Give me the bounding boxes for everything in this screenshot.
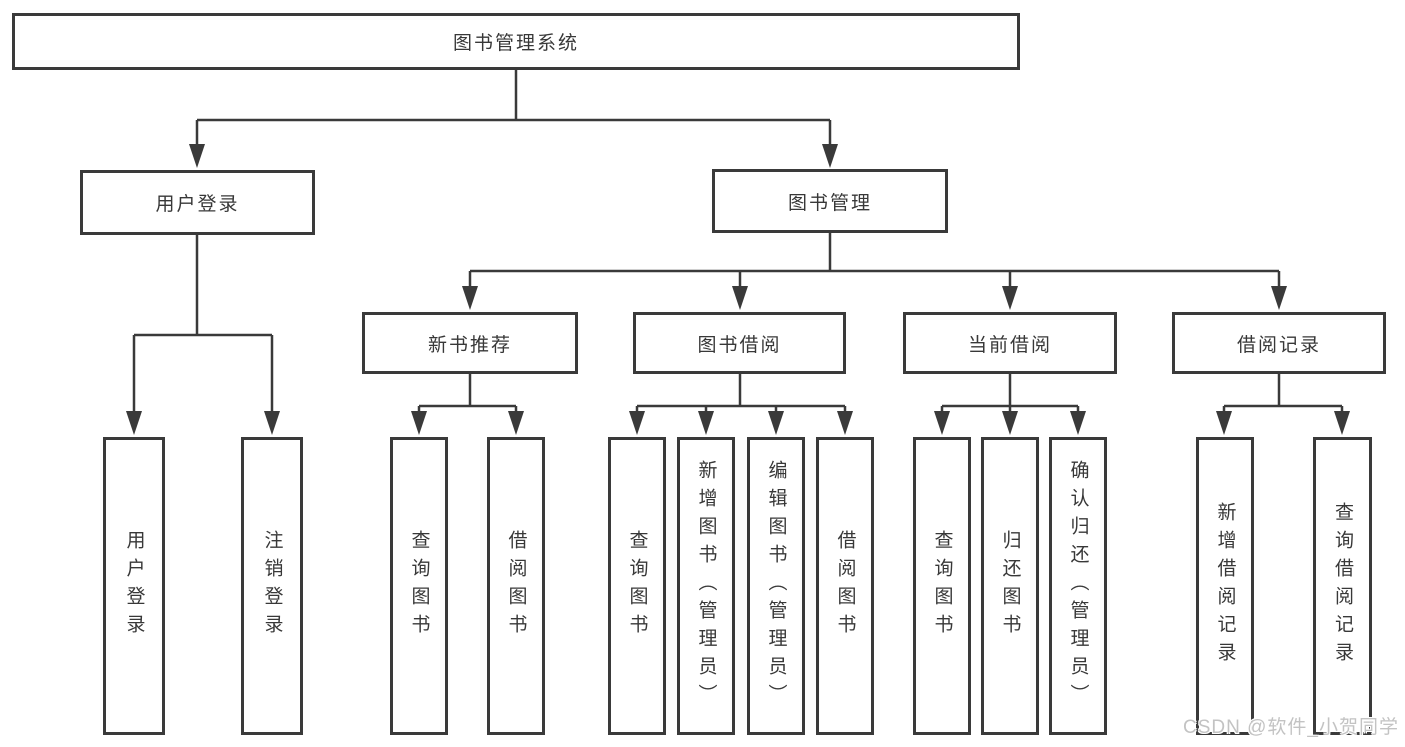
leaf-current-return-book: 归还图书 (981, 437, 1039, 735)
node-label: 查询图书 (931, 530, 953, 642)
leaf-records-add-record: 新增借阅记录 (1196, 437, 1254, 735)
leaf-logout: 注销登录 (241, 437, 303, 735)
node-label: 编辑图书（管理员） (765, 460, 787, 712)
node-label: 查询图书 (408, 530, 430, 642)
node-label: 归还图书 (999, 530, 1021, 642)
leaf-borrowing-add-book-admin: 新增图书（管理员） (677, 437, 735, 735)
node-label: 图书管理系统 (452, 33, 579, 54)
node-current-borrowing: 当前借阅 (903, 312, 1117, 374)
leaf-current-query-book: 查询图书 (913, 437, 971, 735)
node-label: 图书管理 (787, 192, 872, 214)
node-label: 确认归还（管理员） (1067, 460, 1089, 712)
node-label: 查询借阅记录 (1332, 502, 1353, 670)
leaf-current-confirm-return-admin: 确认归还（管理员） (1049, 437, 1107, 735)
node-user-login-branch: 用户登录 (80, 170, 315, 235)
node-label: 新增借阅记录 (1214, 502, 1236, 670)
node-label: 新书推荐 (427, 334, 512, 356)
node-label: 注销登录 (261, 530, 283, 642)
node-label: 当前借阅 (967, 334, 1052, 356)
leaf-user-login: 用户登录 (103, 437, 165, 735)
node-borrowing-records: 借阅记录 (1172, 312, 1386, 374)
leaf-newbook-borrow-book: 借阅图书 (487, 437, 545, 735)
node-book-borrowing: 图书借阅 (633, 312, 846, 374)
leaf-records-query-record: 查询借阅记录 (1313, 437, 1372, 735)
node-root-system: 图书管理系统 (12, 13, 1020, 70)
leaf-borrowing-query-book: 查询图书 (608, 437, 666, 735)
csdn-watermark: CSDN @软件_小贺同学 (1183, 717, 1399, 738)
node-label: 图书借阅 (697, 334, 782, 356)
node-label: 借阅记录 (1236, 334, 1321, 356)
node-label: 新增图书（管理员） (695, 460, 717, 712)
leaf-borrowing-edit-book-admin: 编辑图书（管理员） (747, 437, 805, 735)
leaf-borrowing-borrow-book: 借阅图书 (816, 437, 874, 735)
leaf-newbook-query-book: 查询图书 (390, 437, 448, 735)
node-label: 查询图书 (626, 530, 648, 642)
node-label: 用户登录 (123, 530, 145, 642)
node-label: 借阅图书 (834, 530, 856, 642)
node-book-management-branch: 图书管理 (712, 169, 948, 233)
node-new-book-recommend: 新书推荐 (362, 312, 578, 374)
node-label: 借阅图书 (505, 530, 527, 642)
node-label: 用户登录 (155, 194, 240, 215)
